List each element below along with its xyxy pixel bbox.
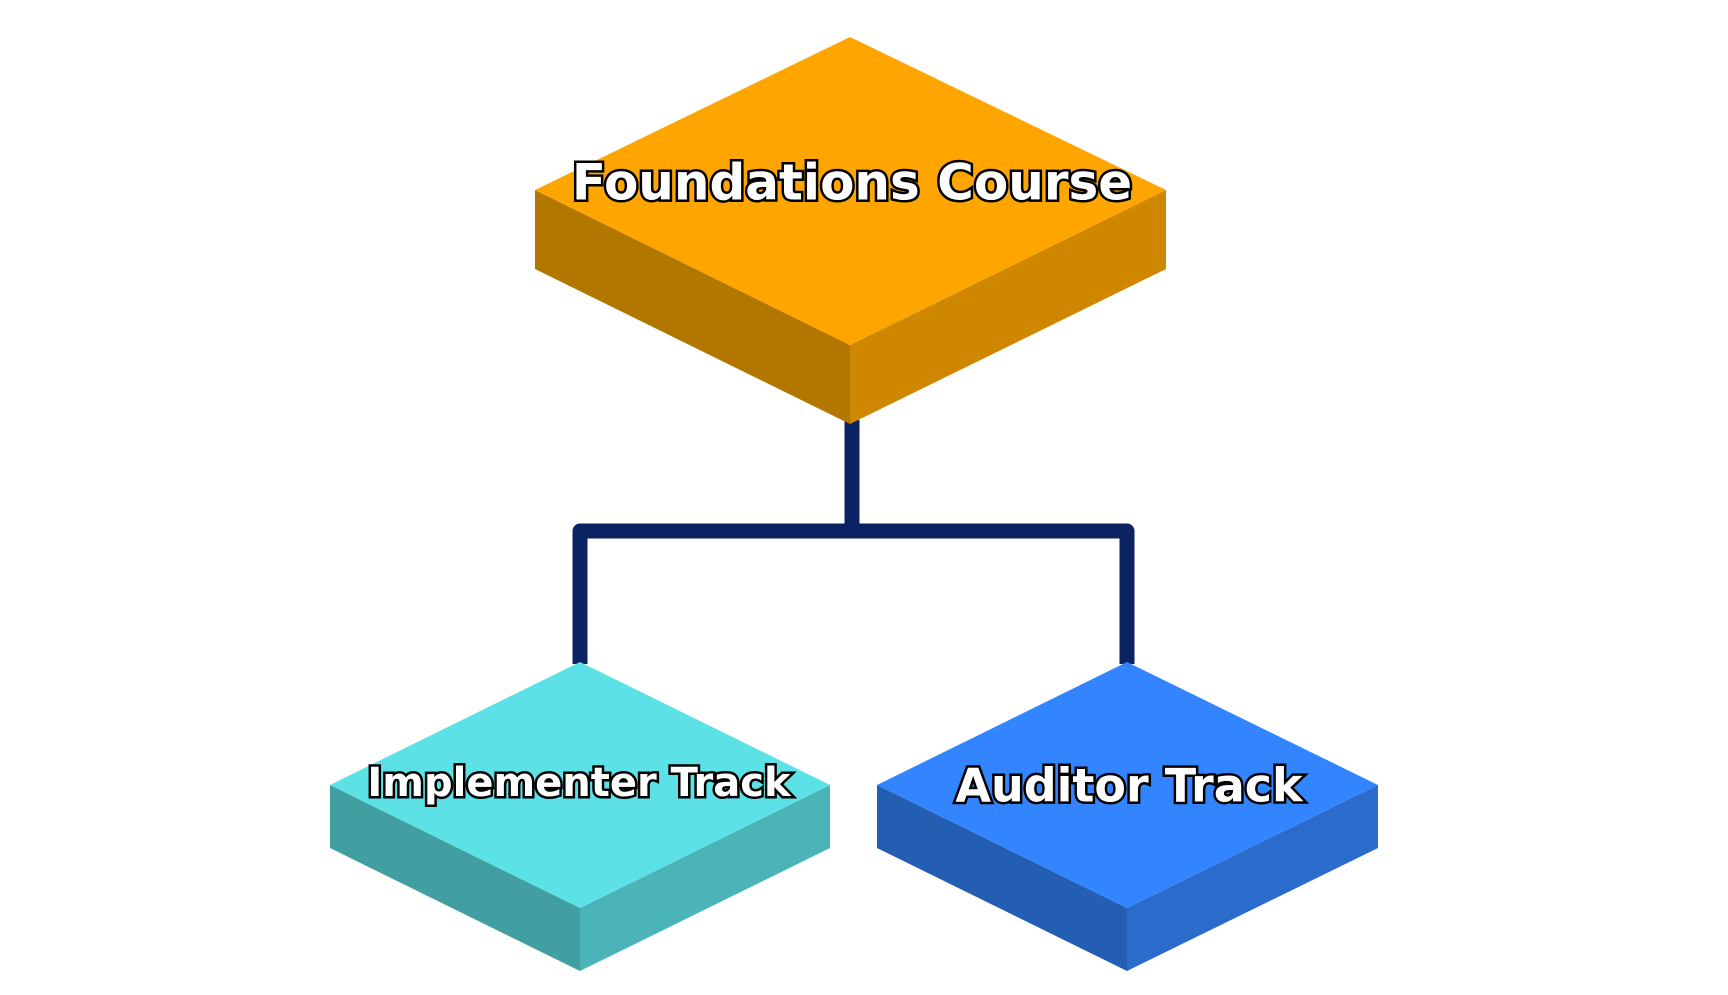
connector-path — [572, 420, 1135, 664]
node-implementer-track[interactable]: Implementer Track — [330, 662, 830, 971]
node-label-foundations: Foundations Course — [572, 154, 1132, 212]
block-top-face — [330, 662, 830, 908]
block-left-face — [535, 190, 850, 424]
block-right-face — [850, 190, 1166, 424]
block-right-face — [580, 785, 830, 971]
block-left-face — [330, 785, 580, 971]
node-label-implementer: Implementer Track — [367, 760, 792, 806]
node-auditor-track[interactable]: Auditor Track — [877, 662, 1378, 971]
block-top-face — [535, 37, 1166, 345]
connector-lines — [572, 420, 1135, 664]
block-right-face — [1127, 785, 1378, 971]
block-left-face — [877, 785, 1127, 971]
node-foundations-course[interactable]: Foundations Course — [535, 37, 1166, 424]
node-label-auditor: Auditor Track — [955, 759, 1304, 813]
block-top-face — [877, 662, 1378, 908]
